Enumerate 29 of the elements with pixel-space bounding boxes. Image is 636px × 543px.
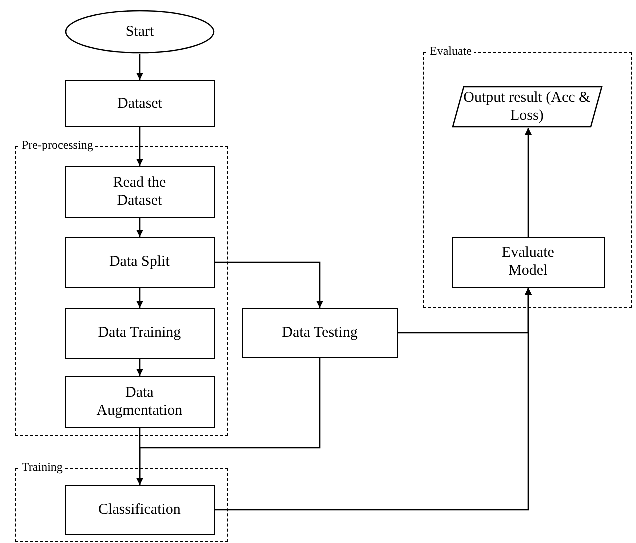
arrow: [525, 128, 532, 237]
process-box: [64, 484, 215, 535]
node-label: Evaluate Model: [500, 244, 556, 280]
node-label: Data Augmentation: [96, 384, 184, 420]
node-label: Data Training: [98, 324, 182, 342]
node-label: Data Testing: [282, 324, 358, 342]
output-parallelogram: [452, 86, 603, 128]
node-label: Read the Dataset: [112, 174, 168, 210]
process-box: [64, 308, 215, 359]
node-label: Dataset: [118, 94, 162, 112]
process-box: [452, 236, 605, 288]
arrow: [136, 218, 144, 237]
start-terminal: [65, 10, 215, 54]
arrow: [215, 288, 532, 511]
arrow: [136, 54, 144, 80]
process-box: [242, 308, 398, 358]
process-box: [65, 80, 215, 127]
arrow: [215, 262, 324, 308]
arrow: [136, 288, 144, 308]
process-box: [64, 236, 215, 288]
process-box: [64, 166, 215, 218]
arrow: [136, 358, 321, 485]
arrow: [136, 127, 144, 166]
node-label: Classification: [98, 500, 181, 519]
node-label: Data Split: [109, 253, 170, 272]
node-label: Start: [126, 23, 154, 41]
arrow: [136, 359, 144, 376]
process-box: [64, 376, 215, 428]
node-label: Output result (Acc & Loss): [462, 88, 592, 125]
